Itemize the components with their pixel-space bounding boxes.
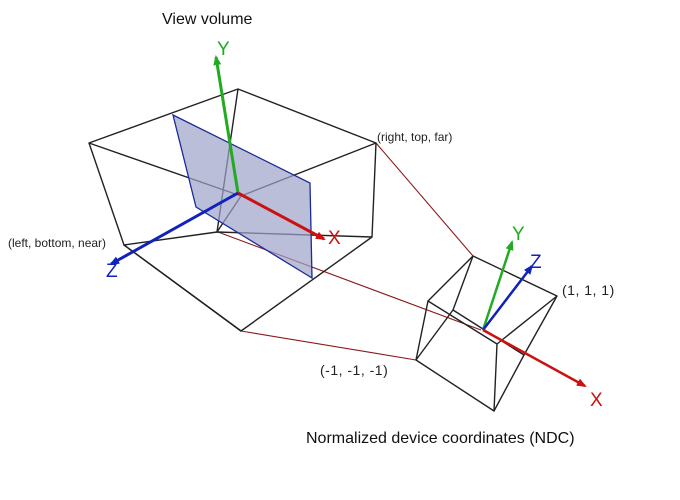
connector-line-bottom (240, 330, 417, 361)
frustum-edge-right (371, 142, 377, 238)
ndc-min-corner-label: (-1, -1, -1) (320, 362, 388, 378)
view-z-axis-arrow (109, 191, 239, 266)
connector-lines (217, 142, 482, 361)
right-top-far-label: (right, top, far) (377, 130, 452, 144)
connector-line-middle (217, 231, 482, 331)
view-y-axis-label: Y (217, 39, 230, 60)
ndc-cube-edge-1 (427, 255, 474, 302)
ndc-title: Normalized device coordinates (NDC) (306, 430, 575, 447)
ndc-x-axis-label: X (590, 390, 603, 411)
left-bottom-near-label: (left, bottom, near) (8, 236, 106, 250)
view-axes (109, 55, 326, 266)
ndc-cube-front-face (415, 300, 498, 412)
view-z-axis-label: Z (106, 261, 118, 282)
ndc-cube-edge-2 (496, 295, 558, 345)
view-volume-title: View volume (162, 11, 253, 28)
ndc-axes (481, 240, 587, 388)
view-x-axis-arrow (237, 191, 326, 241)
view-x-axis-label: X (328, 228, 341, 249)
ndc-x-axis-arrow (482, 328, 587, 388)
ndc-cube-edge-3 (493, 354, 525, 412)
ndc-z-axis-label: Z (530, 252, 542, 273)
connector-line-top (375, 142, 474, 257)
ndc-max-corner-label: (1, 1, 1) (562, 282, 615, 298)
ndc-cube (415, 255, 558, 412)
ndc-cube-edge-4 (415, 309, 454, 361)
ndc-y-axis-arrow (481, 240, 514, 331)
ndc-z-axis-arrow (482, 264, 534, 331)
frustum-edge-bottom (123, 244, 242, 332)
view-y-axis-arrow (213, 55, 240, 194)
ndc-y-axis-label: Y (512, 224, 525, 245)
frustum-edge-left (88, 142, 125, 246)
